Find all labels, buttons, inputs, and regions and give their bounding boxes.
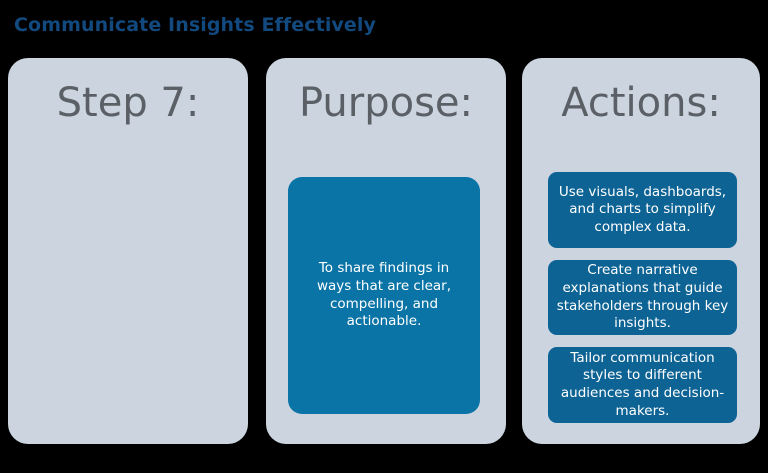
- purpose-card: To share findings in ways that are clear…: [288, 177, 480, 414]
- panel-actions-heading: Actions:: [561, 80, 721, 126]
- panel-actions: Actions: Use visuals, dashboards, and ch…: [522, 58, 760, 444]
- action-card: Create narrative explanations that guide…: [548, 260, 737, 335]
- action-card: Tailor communication styles to different…: [548, 347, 737, 423]
- page-title: Communicate Insights Effectively: [14, 14, 377, 36]
- panel-purpose-heading: Purpose:: [298, 80, 473, 126]
- panel-step-heading: Step 7:: [56, 80, 200, 126]
- panel-row: Step 7: Purpose: To share findings in wa…: [0, 58, 768, 444]
- panel-step: Step 7:: [8, 58, 248, 444]
- actions-card-list: Use visuals, dashboards, and charts to s…: [548, 172, 737, 423]
- panel-purpose: Purpose: To share findings in ways that …: [266, 58, 506, 444]
- purpose-card-text: To share findings in ways that are clear…: [316, 259, 452, 330]
- action-card: Use visuals, dashboards, and charts to s…: [548, 172, 737, 248]
